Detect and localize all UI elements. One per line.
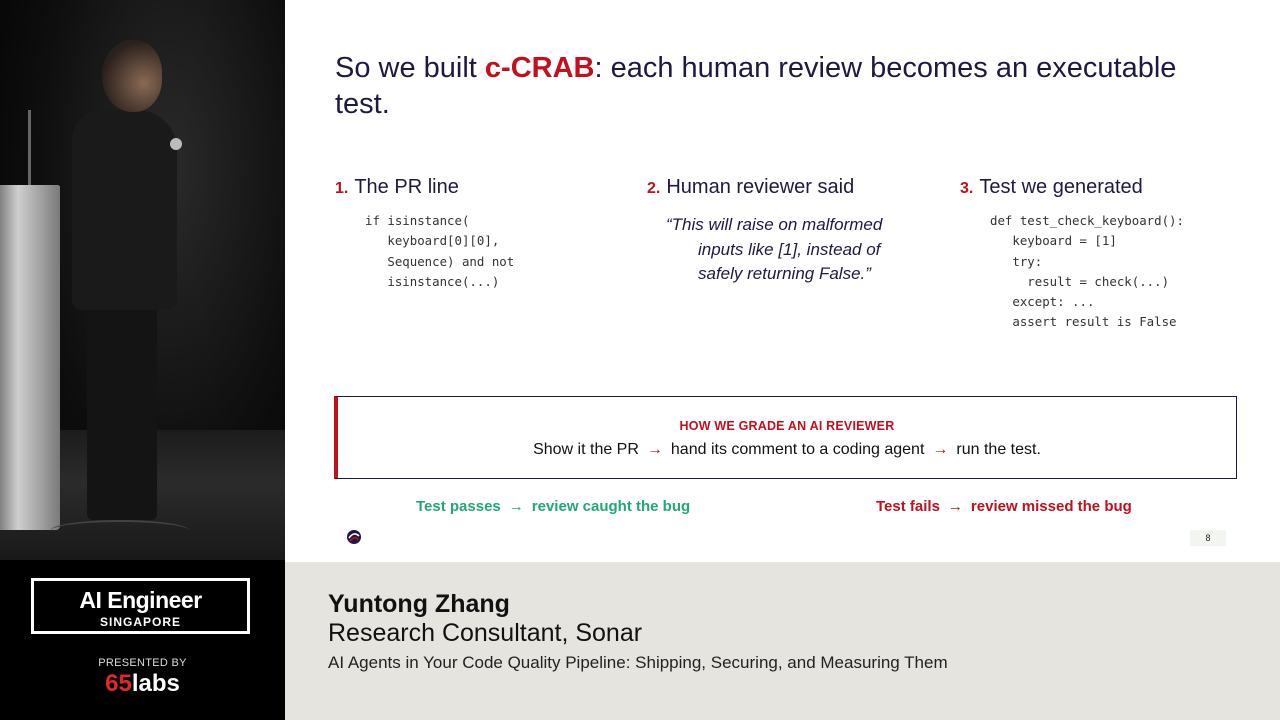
slide-title: So we built c-CRAB: each human review be… [335, 52, 1177, 120]
event-logo: AI Engineer SINGAPORE [31, 578, 250, 634]
test-code: def test_check_keyboard(): keyboard = [1… [990, 213, 1184, 330]
arrow-right-icon: → [646, 441, 663, 458]
grading-callout: HOW WE GRADE AN AI REVIEWER Show it the … [334, 396, 1237, 479]
pr-code: if isinstance( keyboard[0][0], Sequence)… [365, 213, 515, 289]
page-number: 8 [1190, 530, 1226, 546]
product-name: c-CRAB [484, 52, 595, 84]
column-pr-line: 1.The PR line if isinstance( keyboard[0]… [335, 176, 514, 292]
column-heading: Test we generated [979, 176, 1143, 198]
column-heading: The PR line [354, 176, 459, 198]
outcome-fail: Test fails→review missed the bug [876, 498, 1132, 515]
column-heading: Human reviewer said [666, 176, 855, 198]
presentation-slide: So we built c-CRAB: each human review be… [285, 0, 1280, 562]
presented-by-label: PRESENTED BY [98, 657, 187, 669]
event-name: AI Engineer [79, 587, 202, 613]
podium-mic [28, 110, 31, 190]
event-branding: AI Engineer SINGAPORE PRESENTED BY 65lab… [0, 560, 285, 720]
outcome-pass: Test passes→review caught the bug [416, 498, 691, 515]
column-test-generated: 3.Test we generated def test_check_keybo… [960, 176, 1184, 333]
sponsor-logo: 65labs [105, 670, 180, 697]
column-human-review: 2.Human reviewer said “This will raise o… [647, 176, 882, 287]
handheld-mic-icon [170, 138, 182, 150]
speaker-role: Research Consultant, Sonar [328, 619, 643, 647]
stage-cables [50, 520, 190, 542]
arrow-right-icon: → [947, 498, 963, 515]
podium [0, 185, 60, 530]
arrow-right-icon: → [508, 498, 524, 515]
event-location: SINGAPORE [99, 615, 181, 629]
speaker-figure [62, 40, 202, 530]
speaker-video [0, 0, 285, 560]
reviewer-quote: “This will raise on malformed inputs lik… [666, 215, 883, 283]
speaker-name: Yuntong Zhang [328, 590, 510, 618]
grading-steps: Show it the PR→hand its comment to a cod… [533, 441, 1041, 458]
lower-third: Yuntong Zhang Research Consultant, Sonar… [285, 562, 1280, 720]
arrow-right-icon: → [932, 441, 949, 458]
grading-title: HOW WE GRADE AN AI REVIEWER [679, 419, 895, 433]
talk-title: AI Agents in Your Code Quality Pipeline:… [328, 653, 948, 672]
sonar-logo-icon [347, 530, 361, 544]
